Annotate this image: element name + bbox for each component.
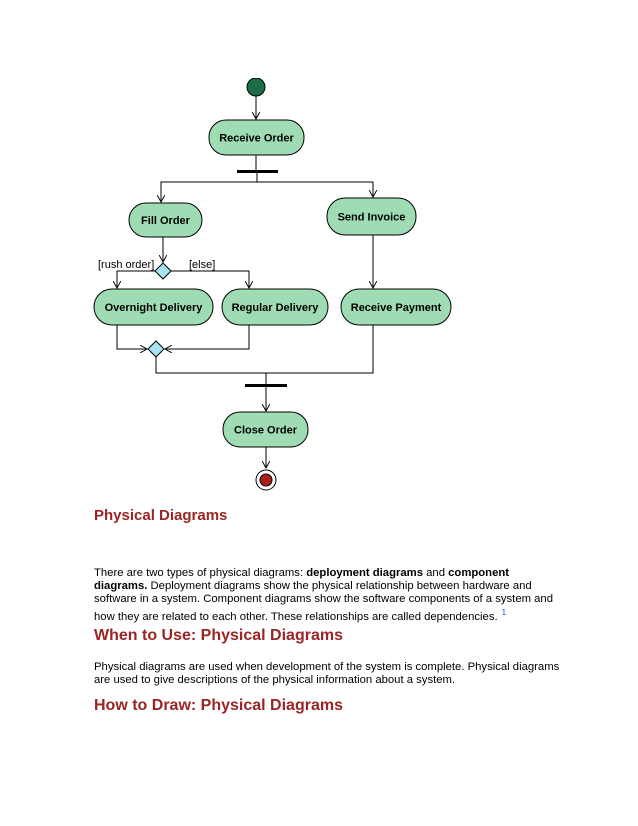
section-heading-when-to-use: When to Use: Physical Diagrams: [94, 627, 343, 644]
activity-fill-order: [128, 202, 203, 238]
join-bar: [245, 384, 287, 387]
activity-regular-delivery: [221, 288, 329, 326]
when-to-use-paragraph: Physical diagrams are used when developm…: [94, 661, 560, 686]
activity-diagram: Receive Order Fill Order Send Invoice [r…: [93, 78, 452, 491]
decision-node: [154, 262, 172, 280]
activity-label: Send Invoice: [338, 212, 406, 224]
section-heading-physical-diagrams: Physical Diagrams: [94, 507, 228, 524]
flow-edge: [257, 181, 373, 197]
activity-label: Close Order: [234, 425, 298, 437]
flow-edge: [265, 325, 374, 384]
guard-rush-order: [rush order]: [98, 259, 154, 271]
activity-label: Receive Payment: [351, 302, 442, 314]
activity-send-invoice: [326, 197, 417, 236]
intro-text: There are two types of physical diagrams…: [94, 567, 307, 579]
intro-text: and: [423, 567, 449, 579]
deployment-diagrams-term: deployment diagrams: [306, 567, 423, 579]
intro-text: Deployment diagrams show the physical re…: [94, 580, 553, 623]
fork-bar: [237, 170, 278, 173]
activity-overnight-delivery: [93, 288, 214, 326]
activity-label: Fill Order: [141, 215, 191, 227]
activity-label: Regular Delivery: [232, 302, 320, 314]
guard-else: [else]: [189, 259, 215, 271]
flow-edge: [171, 270, 249, 288]
flow-edge: [155, 357, 266, 374]
initial-node: [246, 78, 266, 97]
flow-edge: [116, 325, 147, 349]
activity-label: Overnight Delivery: [105, 302, 204, 314]
section-heading-how-to-draw: How to Draw: Physical Diagrams: [94, 697, 343, 714]
activity-receive-payment: [340, 288, 452, 326]
flow-edge: [161, 173, 258, 202]
intro-paragraph: There are two types of physical diagrams…: [94, 567, 564, 624]
activity-label: Receive Order: [219, 133, 294, 145]
flow-edge: [165, 325, 250, 349]
merge-node: [147, 340, 165, 358]
flow-edge: [117, 270, 155, 288]
final-node-core: [259, 473, 273, 487]
footnote-link[interactable]: 1: [501, 608, 507, 617]
component-diagrams-term: component diagrams.: [94, 567, 510, 592]
